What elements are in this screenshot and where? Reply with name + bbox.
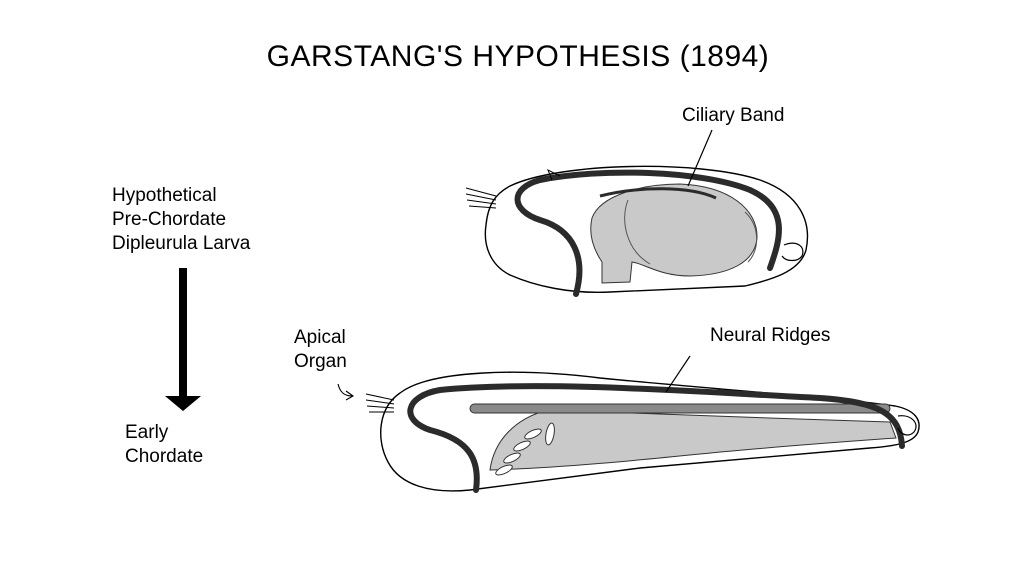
slide-title: GARSTANG'S HYPOTHESIS (1894) xyxy=(266,40,770,73)
chordate-neural-ridge xyxy=(407,383,905,493)
label-neural-ridges: Neural Ridges xyxy=(710,325,831,346)
chordate-apical-tuft xyxy=(365,393,395,413)
apical-organ-pointer xyxy=(337,383,355,401)
label-chordate-line2: Chordate xyxy=(125,446,204,467)
larva-gut-inner-right xyxy=(744,211,758,263)
larva-ciliary-band xyxy=(514,169,782,297)
label-ciliary-band: Ciliary Band xyxy=(682,105,785,126)
chordate-gill-slits xyxy=(495,422,555,476)
neural-ridges-pointer xyxy=(665,355,691,393)
label-apical-organ-line1: Apical xyxy=(294,327,346,348)
larva-cilia-arrow xyxy=(547,168,561,181)
label-larva-line2: Pre-Chordate xyxy=(112,209,227,230)
label-dipleurula-larva: Hypothetical Pre-Chordate Dipleurula Lar… xyxy=(112,184,250,256)
label-apical-organ-line2: Organ xyxy=(294,351,347,372)
chordate-notochord xyxy=(469,403,891,414)
evolution-arrow xyxy=(165,268,201,411)
label-larva-line1: Hypothetical xyxy=(112,185,217,206)
label-apical-organ: Apical Organ xyxy=(294,326,347,374)
ciliary-band-pointer xyxy=(687,129,713,187)
label-early-chordate: Early Chordate xyxy=(125,421,203,469)
dipleurula-larva-drawing xyxy=(465,129,809,297)
chordate-tail-tip xyxy=(897,415,917,436)
larva-oral-loop xyxy=(599,187,717,200)
label-larva-line3: Dipleurula Larva xyxy=(112,233,251,254)
label-chordate-line1: Early xyxy=(125,422,169,443)
larva-gut-inner xyxy=(624,199,651,265)
larva-apical-tuft xyxy=(465,187,497,209)
larva-anus xyxy=(781,242,804,262)
larva-gut xyxy=(590,183,758,284)
early-chordate-drawing xyxy=(337,355,920,493)
